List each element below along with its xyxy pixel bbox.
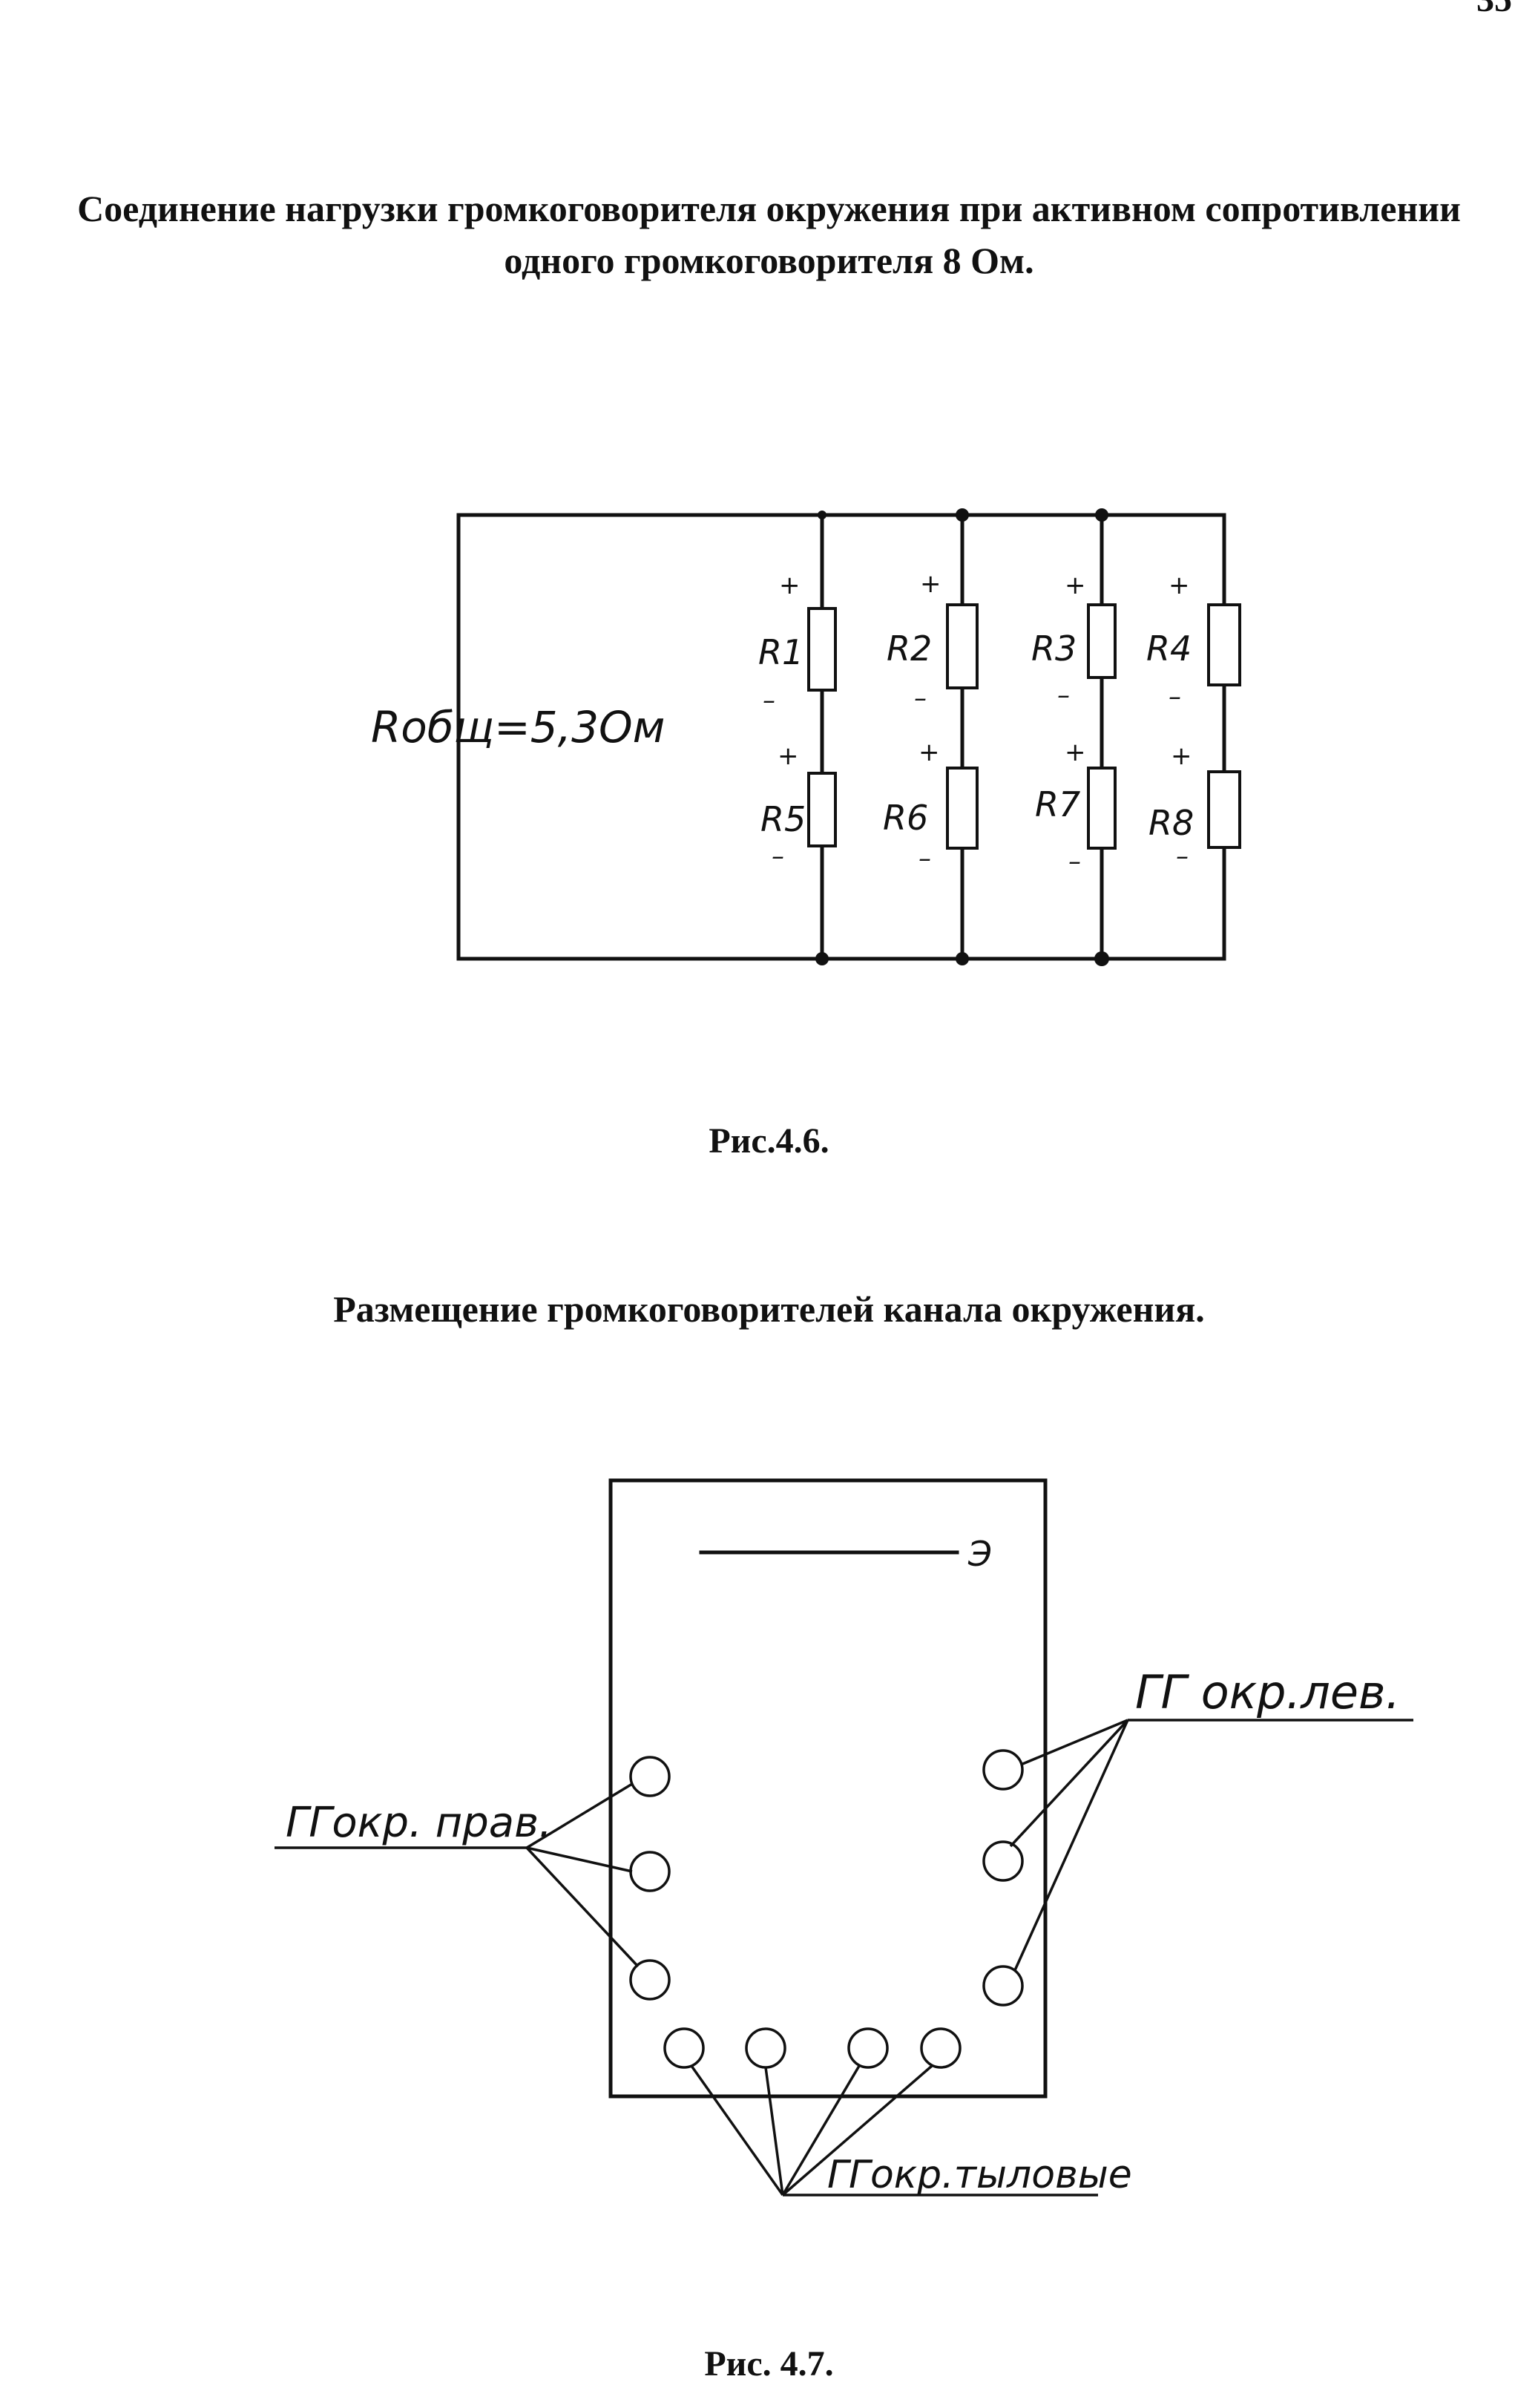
plus-sign: + <box>1169 571 1190 600</box>
resistor-r6 <box>946 767 979 850</box>
speaker-right-surround <box>629 1756 671 1797</box>
resistor-label: R4 <box>1146 629 1192 669</box>
resistor-label: R1 <box>758 632 803 672</box>
plus-sign: + <box>1171 741 1192 771</box>
hall-outline <box>608 1478 1048 2099</box>
resistor-label: R6 <box>883 798 928 838</box>
leader-line <box>1020 1719 1128 1766</box>
resistor-label: R8 <box>1148 803 1194 843</box>
resistor-r4 <box>1207 603 1241 686</box>
resistor-r2 <box>946 603 979 689</box>
minus-sign: – <box>1068 847 1081 876</box>
junction-dot <box>818 511 826 519</box>
junction-dot <box>1094 951 1109 966</box>
speaker-rear <box>847 2027 889 2069</box>
speaker-rear <box>663 2027 705 2069</box>
minus-sign: – <box>1169 682 1181 712</box>
minus-sign: – <box>1176 842 1189 871</box>
junction-dot <box>956 508 969 522</box>
speaker-rear <box>920 2027 962 2069</box>
circuit-diagram: Rобщ=5,3Ом R1 R2 R3 R4 R5 R6 R7 R8 + – +… <box>371 508 1241 966</box>
minus-sign: – <box>914 683 927 713</box>
plus-sign: + <box>1065 738 1086 767</box>
resistor-label: R5 <box>760 799 806 839</box>
leader-line <box>764 2067 784 2196</box>
leader-line <box>781 2065 861 2196</box>
plus-sign: + <box>778 741 799 771</box>
speaker-left-surround <box>982 1840 1024 1882</box>
speaker-left-surround <box>982 1749 1024 1791</box>
hall-layout-diagram: Э ГГокр. прав. ГГ окр.лев. <box>275 1478 1413 2197</box>
speaker-rear <box>745 2027 786 2069</box>
leader-line <box>526 1846 633 1873</box>
resistor-r3 <box>1087 603 1117 679</box>
leader-line <box>1013 1719 1129 1971</box>
label-left-surround: ГГ окр.лев. <box>1135 1665 1400 1719</box>
figure2-title: Размещение громкоговорителей канала окру… <box>333 1288 1205 1330</box>
leader-line <box>525 1846 640 1968</box>
figure1-title-line1: Соединение нагрузки громкоговорителя окр… <box>77 188 1461 229</box>
resistor-r1 <box>807 607 837 692</box>
resistor-r5 <box>807 772 837 847</box>
leader-line <box>690 2064 784 2197</box>
plus-sign: + <box>920 569 941 599</box>
label-right-surround: ГГокр. прав. <box>286 1799 552 1847</box>
leader-line <box>526 1782 633 1849</box>
resistor-label: R7 <box>1035 784 1080 824</box>
junction-dot <box>1095 508 1108 522</box>
screen-mark: Э <box>967 1534 992 1574</box>
resistor-label: R2 <box>887 629 932 669</box>
figure2-caption: Рис. 4.7. <box>704 2344 834 2384</box>
leader-line <box>781 2064 933 2197</box>
total-resistance-label: Rобщ=5,3Ом <box>371 702 665 752</box>
speaker-left-surround <box>982 1965 1024 2007</box>
minus-sign: – <box>772 842 784 871</box>
figure1-caption: Рис.4.6. <box>709 1121 829 1161</box>
speaker-right-surround <box>629 1851 671 1892</box>
label-rear-surround: ГГокр.тыловые <box>827 2153 1132 2197</box>
resistor-r8 <box>1207 770 1241 849</box>
junction-dot <box>815 952 829 965</box>
figure1-title-line2: одного громкоговорителя 8 Ом. <box>504 240 1034 281</box>
plus-sign: + <box>779 571 801 600</box>
junction-dot <box>956 952 969 965</box>
minus-sign: – <box>763 686 775 715</box>
speaker-right-surround <box>629 1959 671 2001</box>
resistor-r7 <box>1087 767 1117 850</box>
minus-sign: – <box>1057 680 1070 710</box>
plus-sign: + <box>1065 571 1086 600</box>
page-number: 35 <box>1476 0 1512 20</box>
minus-sign: – <box>918 844 931 873</box>
plus-sign: + <box>918 738 940 767</box>
resistor-label: R3 <box>1031 629 1077 669</box>
leader-line <box>1009 1719 1129 1848</box>
